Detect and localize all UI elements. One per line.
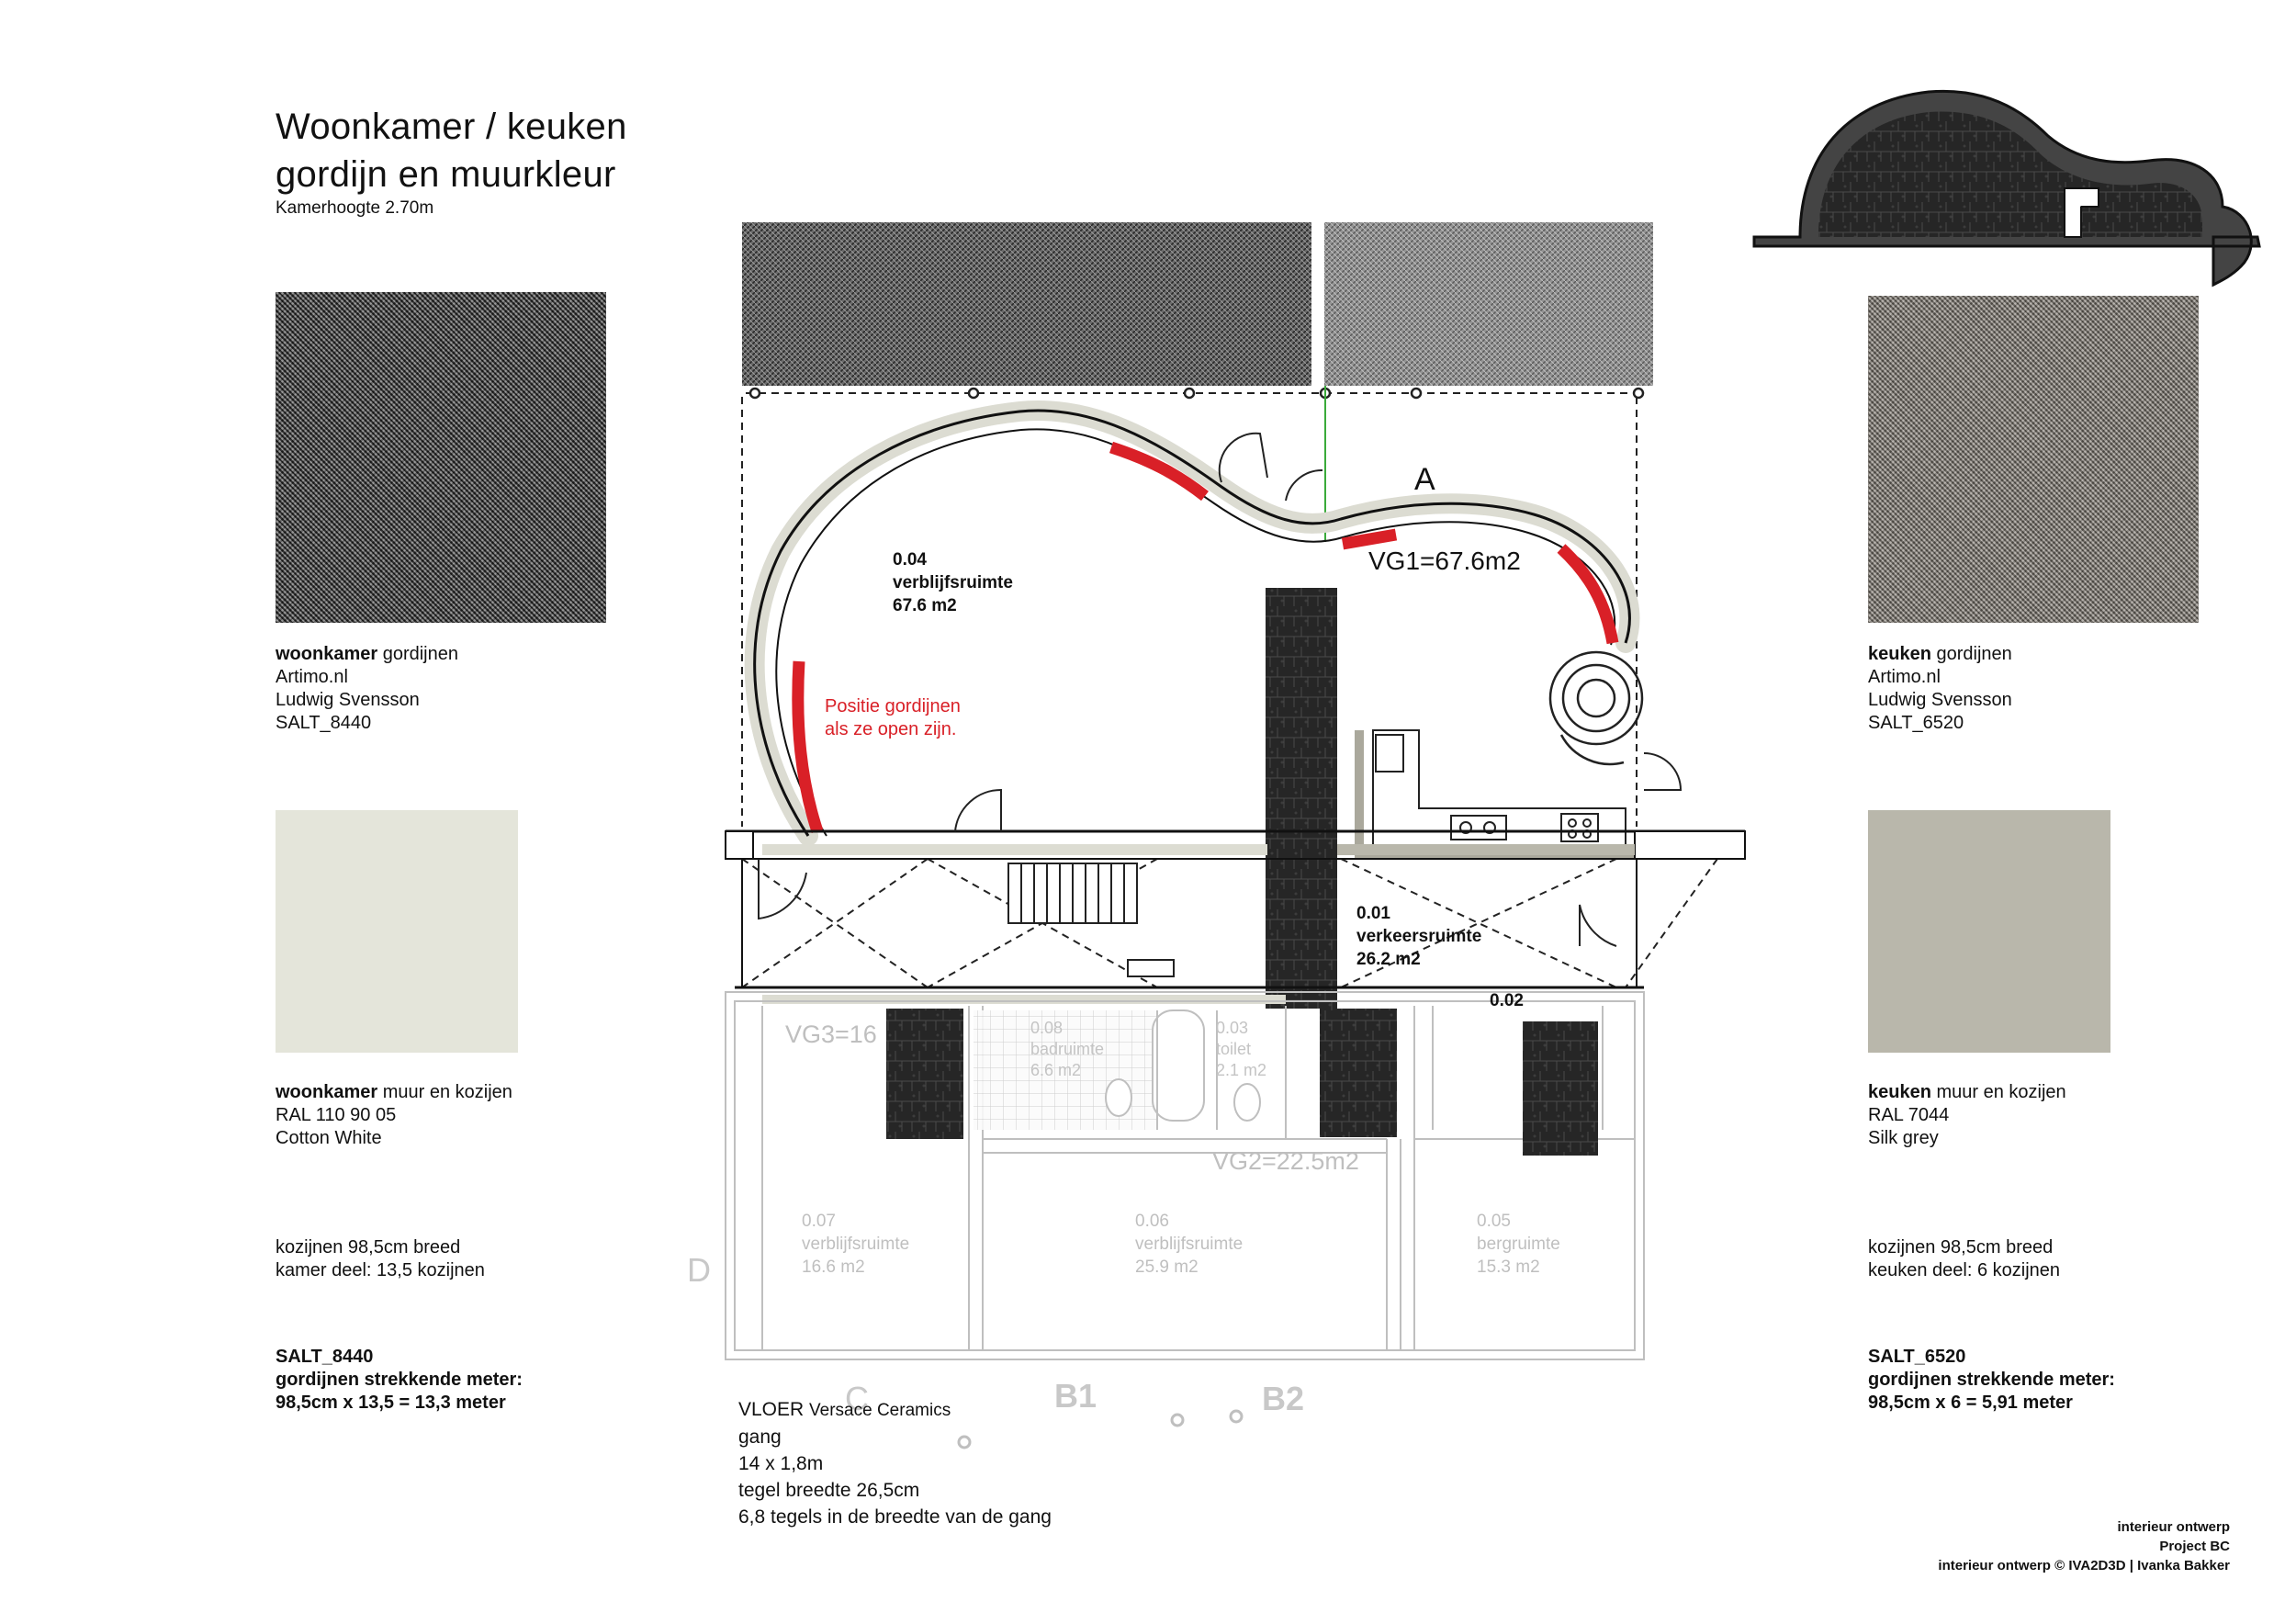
label-vg2: VG2=22.5m2 (1212, 1147, 1359, 1175)
living-wall-info: woonkamer muur en kozijen RAL 110 90 05 … (276, 1082, 512, 1148)
dark-block-right (1523, 1021, 1598, 1156)
room-height-label: Kamerhoogte 2.70m (276, 198, 434, 218)
label-a: A (1414, 462, 1435, 497)
room-06-number: 0.06 (1135, 1212, 1169, 1231)
label-002: 0.02 (1490, 991, 1524, 1010)
room-bath-area: 6.6 m2 (1030, 1061, 1081, 1079)
corridor-door (758, 788, 1617, 947)
kitchen-curtain-swatch (1868, 296, 2199, 623)
room-living-area: 67.6 m2 (893, 596, 957, 615)
room-05-number: 0.05 (1477, 1212, 1511, 1231)
dark-block-middle (1320, 1009, 1397, 1137)
room-living-name: verblijfsruimte (893, 573, 1013, 592)
title-block: Woonkamer / keuken gordijn en muurkleur … (276, 103, 627, 219)
room-05-area: 15.3 m2 (1477, 1257, 1540, 1277)
kitchen-curtain-info: keuken gordijnen Artimo.nl Ludwig Svenss… (1868, 644, 2012, 733)
room-06-name: verblijfsruimte (1135, 1235, 1243, 1254)
central-column (1266, 588, 1337, 1009)
wall-end-left (725, 830, 754, 860)
kitchen-counter (1372, 729, 1683, 846)
curtain-note-line2: als ze open zijn. (825, 719, 956, 739)
grid-markers (957, 1409, 1244, 1449)
room-toilet-area: 2.1 m2 (1216, 1061, 1266, 1079)
dark-block-left (886, 1009, 963, 1139)
living-wall-color-swatch (276, 810, 518, 1053)
room-toilet-number: 0.03 (1216, 1019, 1248, 1037)
label-b1: B1 (1054, 1377, 1097, 1415)
lower-rooms-outline (725, 991, 1645, 1360)
kitchen-wall-color-swatch (1868, 810, 2110, 1053)
room-07-name: verblijfsruimte (802, 1235, 909, 1254)
living-frames-info: kozijnen 98,5cm breed kamer deel: 13,5 k… (276, 1237, 485, 1280)
kitchen-curtain-total: SALT_6520 gordijnen strekkende meter: 98… (1868, 1347, 2115, 1413)
label-b2: B2 (1262, 1380, 1304, 1417)
wall-end-right (1634, 830, 1746, 860)
room-hall-name: verkeersruimte (1356, 927, 1481, 946)
living-curtain-strip (742, 222, 1311, 386)
page-title-line1: Woonkamer / keuken (276, 107, 627, 147)
kitchen-curtain-strip (1324, 222, 1653, 386)
label-vg3: VG3=16 (785, 1021, 877, 1048)
room-07-area: 16.6 m2 (802, 1257, 865, 1277)
staircase (1007, 863, 1175, 977)
corridor-side-walls (741, 859, 1638, 987)
room-bath-number: 0.08 (1030, 1019, 1063, 1037)
room-bath-name: badruimte (1030, 1040, 1104, 1058)
room-living-number: 0.04 (893, 550, 927, 570)
living-curtain-info: woonkamer gordijnen Artimo.nl Ludwig Sve… (276, 644, 458, 733)
room-06-area: 25.9 m2 (1135, 1257, 1199, 1277)
page-title-line2: gordijn en muurkleur (276, 154, 616, 195)
curved-wall-outline (753, 409, 1631, 837)
room-hall-number: 0.01 (1356, 904, 1390, 923)
living-curtain-swatch (276, 292, 606, 623)
label-c: C (845, 1380, 869, 1417)
living-curtain-room: woonkamer (276, 644, 378, 664)
label-d: D (687, 1251, 711, 1289)
floor-info: VLOER Versace Ceramics gang 14 x 1,8m te… (738, 1399, 1052, 1528)
room-toilet-name: toilet (1216, 1040, 1251, 1058)
kitchen-wall-info: keuken muur en kozijen RAL 7044 Silk gre… (1868, 1082, 2066, 1148)
label-vg1: VG1=67.6m2 (1368, 547, 1521, 575)
stone-silhouette (1752, 89, 2261, 288)
kitchen-frames-info: kozijnen 98,5cm breed keuken deel: 6 koz… (1868, 1237, 2061, 1280)
curtain-positions (792, 441, 1619, 834)
room-07-number: 0.07 (802, 1212, 836, 1231)
room-05-name: bergruimte (1477, 1235, 1560, 1254)
curtain-note-line1: Positie gordijnen (825, 696, 961, 716)
living-curtain-total: SALT_8440 gordijnen strekkende meter: 98… (276, 1347, 523, 1413)
kitchen-round-element (1548, 650, 1644, 766)
bathroom-fixtures (1105, 1009, 1261, 1130)
floor-brand: Versace Ceramics (809, 1401, 951, 1420)
footer-credits: interieur ontwerp Project BC interieur o… (1938, 1519, 2230, 1573)
plan-labels: 0.04 verblijfsruimte 67.6 m2 Positie gor… (687, 462, 1560, 1417)
room-hall-area: 26.2 m2 (1356, 950, 1421, 969)
curved-wall-doors (1218, 432, 1323, 502)
